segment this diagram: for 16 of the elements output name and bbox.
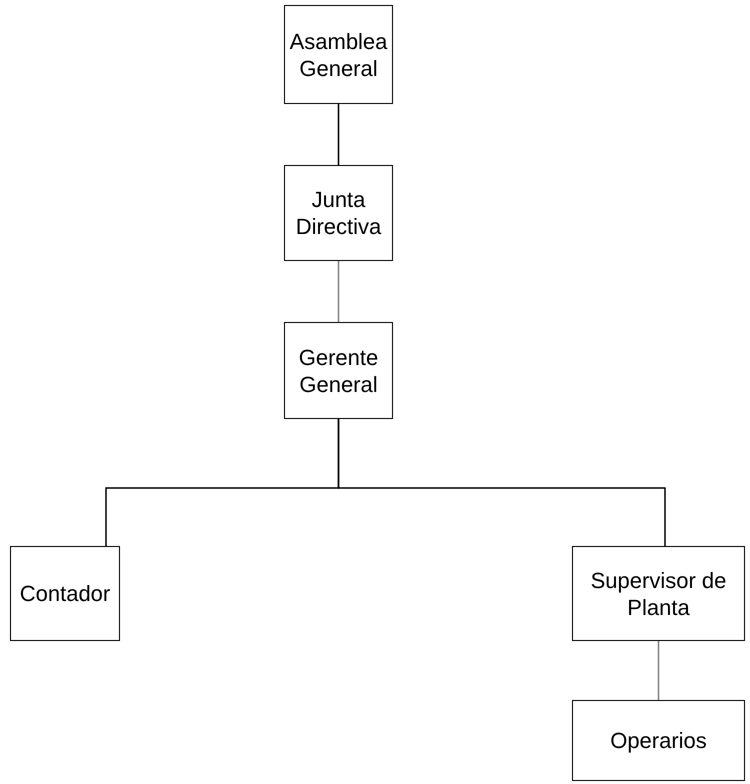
role-title: Operarios: [610, 727, 707, 754]
connector-line: [338, 104, 340, 165]
connector-line: [338, 261, 340, 322]
role-title: Gerente General: [298, 344, 380, 398]
role-title: Supervisor de Planta: [590, 566, 728, 620]
role-title: Contador: [20, 580, 110, 607]
org-box: [572, 546, 745, 641]
connector-line: [658, 641, 660, 700]
org-box: [572, 700, 745, 781]
org-box: [10, 546, 120, 641]
connector-line: [338, 419, 666, 546]
role-title: Asamblea General: [288, 28, 388, 82]
org-box: [284, 165, 393, 261]
role-title: Junta Directiva: [294, 186, 382, 240]
org-box: [284, 322, 393, 419]
org-box: [284, 5, 393, 104]
